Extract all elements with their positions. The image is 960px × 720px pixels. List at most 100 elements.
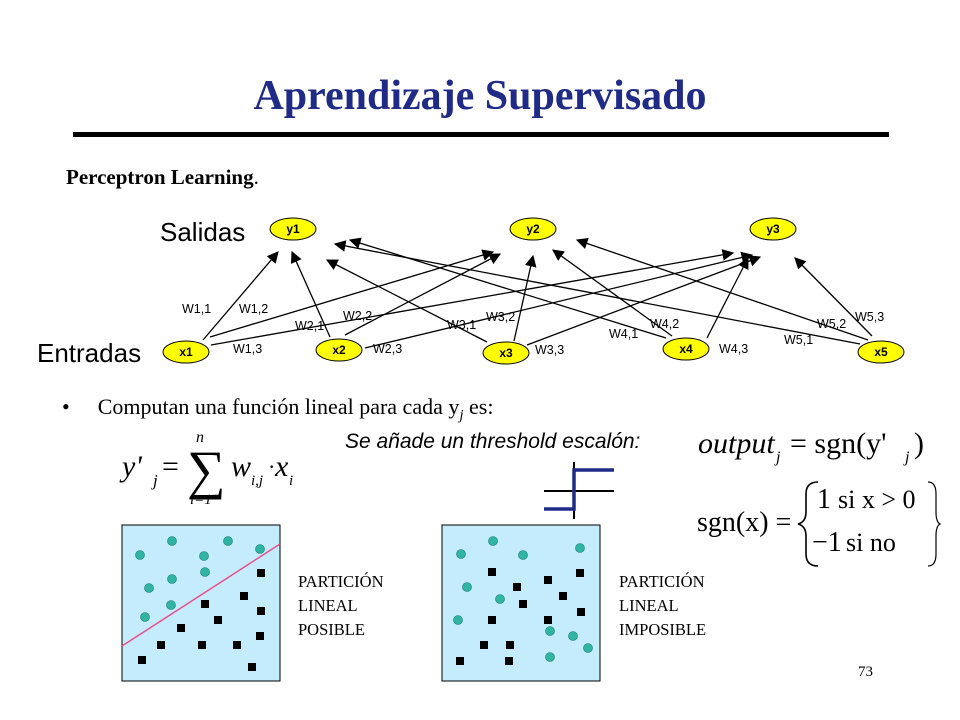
output-lhs: output bbox=[698, 427, 775, 460]
term-w-sub: i,j bbox=[251, 473, 263, 489]
circle-point bbox=[144, 583, 154, 593]
output-rhs-sub: j bbox=[903, 449, 910, 466]
term-dot: · bbox=[268, 454, 275, 479]
weight-label: W2,3 bbox=[373, 342, 402, 356]
node-shape bbox=[482, 341, 530, 365]
bullet-text-prefix: Computan una función lineal para cada y bbox=[97, 394, 460, 419]
square-point bbox=[544, 576, 552, 584]
partition-line: LINEAL bbox=[619, 596, 679, 615]
edge-w5-3 bbox=[794, 257, 873, 337]
square-point bbox=[256, 632, 264, 640]
square-point bbox=[544, 616, 552, 624]
circle-point bbox=[135, 550, 145, 560]
formula-lhs: y' bbox=[119, 450, 142, 483]
bullet-sub: j bbox=[459, 407, 464, 424]
edge-w4-2 bbox=[552, 249, 673, 337]
edge-w5-2 bbox=[575, 237, 869, 341]
page-number: 73 bbox=[858, 664, 873, 680]
weight-edges bbox=[202, 237, 873, 349]
sgn-brace-right bbox=[927, 481, 942, 567]
circle-point bbox=[167, 574, 177, 584]
node-shape bbox=[857, 340, 905, 364]
square-point bbox=[233, 641, 241, 649]
term-x-sub: i bbox=[289, 473, 293, 489]
input-node-x4: x4 bbox=[662, 337, 710, 361]
output-node-y1: y1 bbox=[269, 217, 317, 241]
linear-separator bbox=[121, 543, 281, 647]
node-label: y3 bbox=[766, 222, 780, 236]
sgn-case2-value: −1 bbox=[812, 527, 842, 558]
circle-point bbox=[462, 582, 472, 592]
output-node-y3: y3 bbox=[749, 217, 797, 241]
subtitle-text: Perceptron Learning bbox=[66, 165, 254, 189]
node-label: y1 bbox=[286, 222, 300, 236]
circle-point bbox=[140, 612, 150, 622]
square-point bbox=[577, 608, 585, 616]
subtitle-period: . bbox=[253, 165, 259, 189]
node-shape bbox=[749, 217, 797, 241]
square-point bbox=[240, 592, 248, 600]
circle-point bbox=[223, 536, 233, 546]
sum-symbol: ∑ bbox=[187, 440, 226, 500]
edge-w3-3 bbox=[526, 255, 762, 346]
output-rhs: = sgn(y' bbox=[790, 427, 887, 460]
partition-line: LINEAL bbox=[298, 596, 358, 615]
edge-w3-1 bbox=[325, 259, 488, 343]
circle-point bbox=[575, 543, 585, 553]
circle-point bbox=[545, 652, 555, 662]
square-point bbox=[257, 569, 265, 577]
edge-w1-1 bbox=[202, 251, 279, 341]
weight-label: W4,2 bbox=[650, 317, 679, 331]
weight-label: W4,3 bbox=[719, 342, 748, 356]
square-point bbox=[248, 663, 256, 671]
partition-plot-impossible bbox=[441, 524, 601, 682]
bullet-dot: • bbox=[62, 394, 70, 419]
edge-w2-2 bbox=[344, 253, 502, 336]
edge-w3-2 bbox=[513, 254, 537, 342]
square-point bbox=[201, 600, 209, 608]
circle-point bbox=[200, 567, 210, 577]
inputs-label: Entradas bbox=[37, 338, 142, 368]
edge-w2-1 bbox=[290, 250, 331, 338]
partition-label-impossible: PARTICIÓN LINEAL IMPOSIBLE bbox=[619, 570, 706, 642]
square-point bbox=[576, 569, 584, 577]
weight-label: W4,1 bbox=[609, 327, 638, 341]
edge-w5-1 bbox=[333, 240, 861, 345]
square-point bbox=[519, 600, 527, 608]
square-point bbox=[138, 656, 146, 664]
circle-point bbox=[255, 544, 265, 554]
weight-label: W3,2 bbox=[486, 310, 515, 324]
output-formula: output j = sgn(y' j ) bbox=[698, 427, 924, 466]
node-shape bbox=[315, 338, 363, 362]
formula-equals: = bbox=[162, 450, 179, 483]
bullet-text: • Computan una función lineal para cada y… bbox=[62, 394, 493, 424]
weight-label: W3,1 bbox=[447, 318, 476, 332]
node-shape bbox=[509, 217, 557, 241]
input-node-x5: x5 bbox=[857, 340, 905, 364]
slide-title: Aprendizaje Supervisado bbox=[253, 73, 707, 119]
edge-w2-3 bbox=[364, 251, 754, 349]
term-x: x bbox=[274, 450, 289, 483]
circle-point bbox=[166, 600, 176, 610]
subtitle: Perceptron Learning. bbox=[66, 165, 259, 190]
sum-lower: i=1 bbox=[190, 492, 212, 508]
node-label: x1 bbox=[179, 345, 193, 359]
circle-point bbox=[453, 615, 463, 625]
weight-label: W5,2 bbox=[817, 317, 846, 331]
step-curve bbox=[544, 468, 614, 511]
sgn-formula: sgn(x) = 1 si x > 0 −1 si no bbox=[697, 481, 942, 567]
output-node-y2: y2 bbox=[509, 217, 557, 241]
square-point bbox=[488, 616, 496, 624]
square-point bbox=[559, 592, 567, 600]
circle-point bbox=[518, 550, 528, 560]
input-node-x2: x2 bbox=[315, 338, 363, 362]
circle-point bbox=[167, 536, 177, 546]
sgn-lhs: sgn(x) = bbox=[697, 507, 791, 538]
circle-point bbox=[495, 594, 505, 604]
term-w: w bbox=[231, 450, 251, 483]
square-point bbox=[505, 657, 513, 665]
node-label: x4 bbox=[679, 342, 693, 356]
weight-label: W5,1 bbox=[784, 333, 813, 347]
